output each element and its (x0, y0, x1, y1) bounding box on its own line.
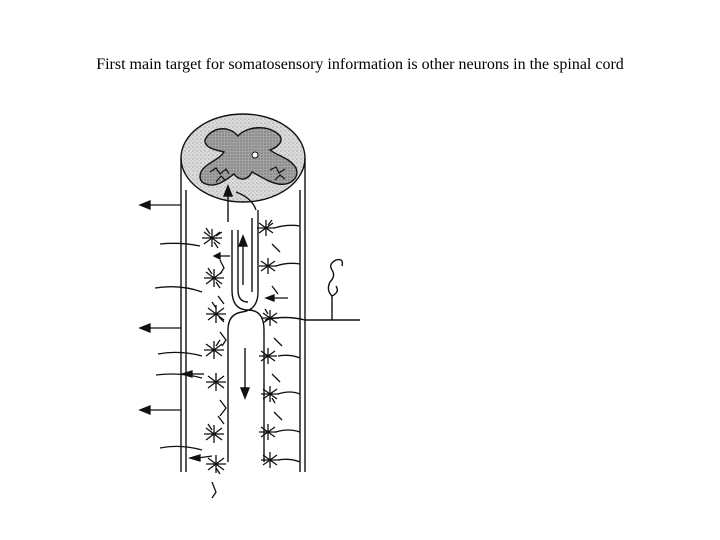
cord-column (180, 158, 306, 472)
spinal-cord-neurons-drawing-icon (120, 110, 370, 500)
right-interneurons (257, 219, 301, 468)
cross-section (180, 113, 306, 203)
slide-title: First main target for somatosensory info… (96, 56, 624, 73)
central-pathways (222, 184, 265, 462)
dorsal-root-fiber (264, 258, 360, 321)
output-axons (138, 200, 288, 462)
left-interneurons (202, 227, 227, 499)
